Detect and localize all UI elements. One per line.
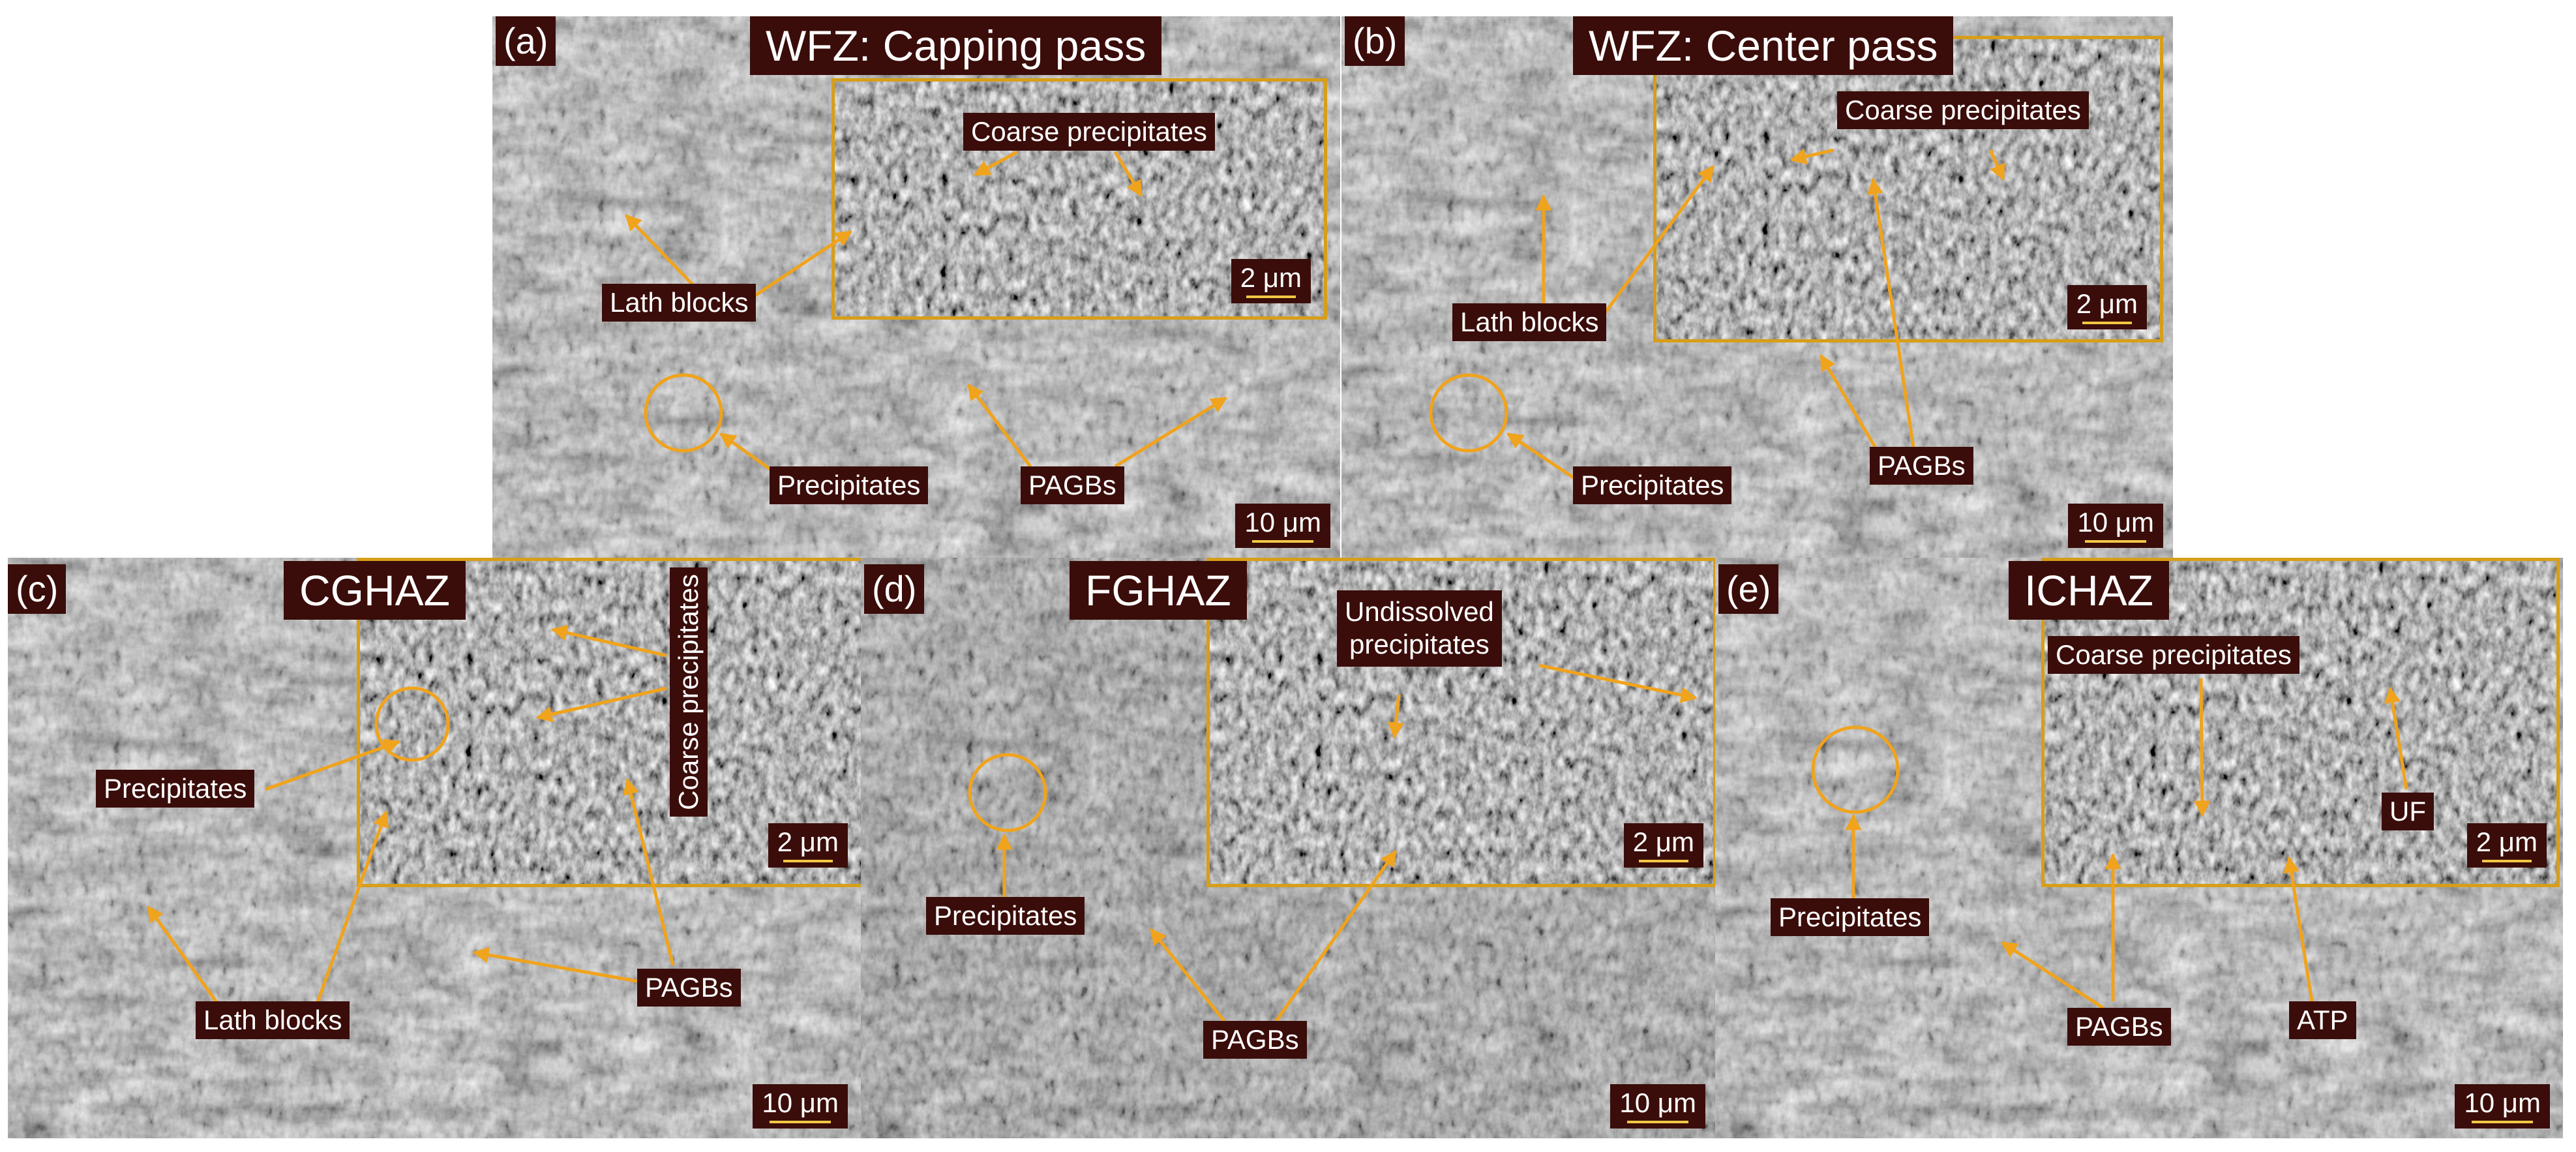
inset-scale-text-a: 2 μm	[1240, 262, 1302, 293]
inset-scale-text-d: 2 μm	[1632, 826, 1694, 857]
panel-c: 2 μm (c) CGHAZ Coarse precipitates Preci…	[8, 558, 861, 1138]
label-uf-e: UF	[2382, 793, 2434, 830]
inset-d: 2 μm	[1206, 558, 1715, 887]
label-lath-blocks-c: Lath blocks	[196, 1001, 350, 1039]
panel-e: 2 μm (e) ICHAZ Coarse precipitates UF Pr…	[1715, 558, 2563, 1138]
inset-scale-text-b: 2 μm	[2076, 288, 2138, 319]
scale-bar-a: 10 μm	[1235, 504, 1330, 548]
label-undissolved-line-1: Undissolved	[1345, 596, 1494, 627]
label-lath-blocks-b: Lath blocks	[1452, 303, 1607, 341]
label-precipitates-e: Precipitates	[1771, 898, 1930, 936]
panel-title-e: ICHAZ	[2009, 561, 2169, 620]
inset-scale-text-c: 2 μm	[777, 826, 839, 857]
inset-scale-bar-d: 2 μm	[1623, 823, 1703, 868]
scale-text-e: 10 μm	[2464, 1087, 2541, 1118]
panel-a: 2 μm (a) WFZ: Capping pass Coarse precip…	[492, 16, 1340, 558]
inset-a: 2 μm	[831, 78, 1327, 320]
scale-bar-d: 10 μm	[1610, 1084, 1705, 1129]
label-precipitates-c: Precipitates	[96, 770, 255, 808]
panel-title-b: WFZ: Center pass	[1573, 16, 1954, 75]
panel-letter-d: (d)	[864, 564, 925, 614]
panel-title-d: FGHAZ	[1070, 561, 1247, 620]
panel-title-a: WFZ: Capping pass	[750, 16, 1162, 75]
scale-bar-c: 10 μm	[753, 1084, 848, 1129]
panel-title-c: CGHAZ	[284, 561, 466, 620]
scale-bar-b: 10 μm	[2068, 504, 2163, 548]
label-pagbs-d: PAGBs	[1203, 1021, 1307, 1059]
label-coarse-precipitates-b: Coarse precipitates	[1837, 91, 2089, 129]
scale-bar-e: 10 μm	[2455, 1084, 2550, 1129]
panel-b: 2 μm (b) WFZ: Center pass Coarse precipi…	[1341, 16, 2173, 558]
label-coarse-precipitates-a: Coarse precipitates	[963, 113, 1215, 151]
panel-letter-e: (e)	[1718, 564, 1779, 614]
inset-scale-text-e: 2 μm	[2476, 826, 2538, 857]
label-coarse-precipitates-c: Coarse precipitates	[670, 568, 708, 817]
inset-b: 2 μm	[1653, 36, 2163, 342]
label-precipitates-b: Precipitates	[1573, 466, 1732, 504]
inset-scale-bar-e: 2 μm	[2466, 823, 2547, 868]
label-undissolved-line-2: precipitates	[1349, 629, 1490, 660]
label-pagbs-e: PAGBs	[2067, 1008, 2171, 1046]
scale-text-d: 10 μm	[1619, 1087, 1696, 1118]
scale-text-a: 10 μm	[1244, 507, 1321, 538]
label-precipitates-d: Precipitates	[926, 897, 1085, 935]
inset-scale-bar-a: 2 μm	[1231, 259, 1311, 303]
panel-letter-a: (a)	[496, 16, 556, 66]
scale-text-c: 10 μm	[762, 1087, 839, 1118]
label-coarse-precipitates-e: Coarse precipitates	[2048, 636, 2299, 674]
label-atp-e: ATP	[2289, 1001, 2356, 1039]
label-pagbs-b: PAGBs	[1870, 447, 1973, 485]
scale-text-b: 10 μm	[2077, 507, 2154, 538]
label-precipitates-a: Precipitates	[770, 466, 929, 504]
inset-scale-bar-b: 2 μm	[2067, 285, 2147, 329]
inset-scale-bar-c: 2 μm	[768, 823, 848, 868]
panel-letter-c: (c)	[8, 564, 67, 614]
panel-letter-b: (b)	[1345, 16, 1405, 66]
label-pagbs-c: PAGBs	[637, 969, 741, 1007]
label-lath-blocks-a: Lath blocks	[602, 284, 756, 322]
label-pagbs-a: PAGBs	[1021, 466, 1124, 504]
